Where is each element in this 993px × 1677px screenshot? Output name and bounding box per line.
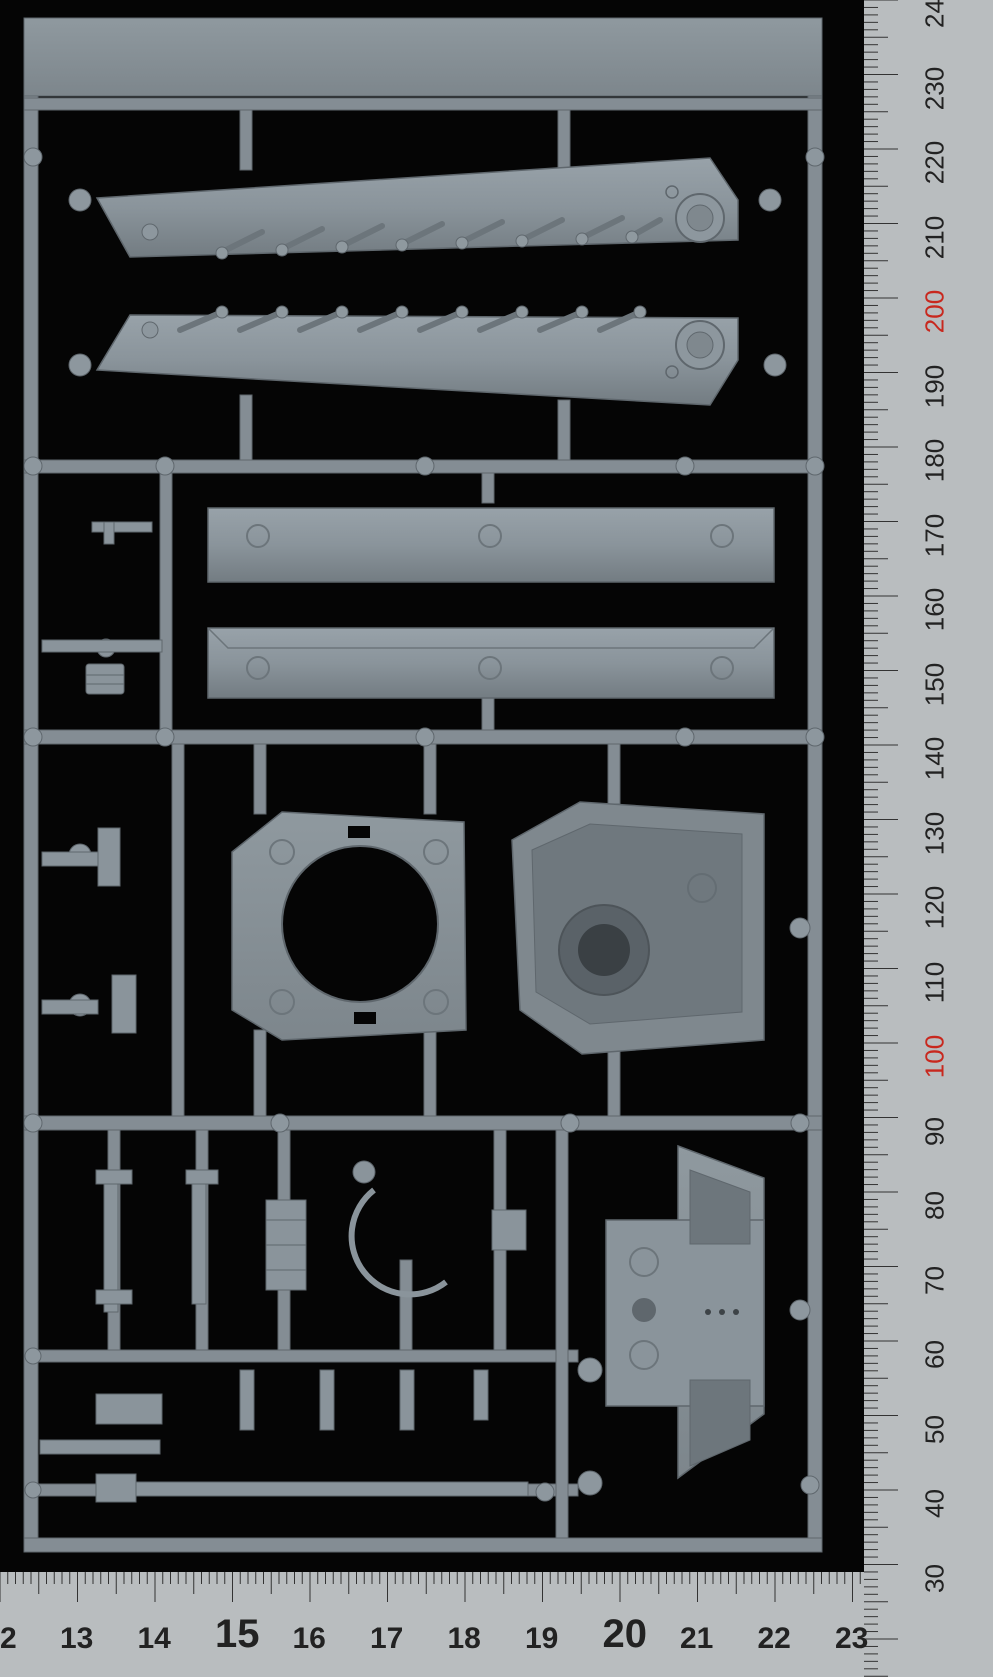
vertical-ruler-label: 160 [919, 587, 950, 632]
horizontal-ruler-label: 22 [757, 1622, 791, 1655]
horizontal-ruler-label: 18 [447, 1622, 481, 1655]
vertical-ruler-label: 150 [919, 662, 950, 706]
small-parts-bottom [39, 1160, 529, 1503]
horizontal-ruler-label: 2 [0, 1622, 17, 1655]
vertical-ruler-label: 220 [919, 140, 950, 185]
horizontal-ruler-label: 23 [835, 1622, 869, 1655]
track-guard-upper [95, 157, 739, 260]
vertical-ruler-label: 70 [919, 1265, 950, 1295]
horizontal-ruler-label: 20 [602, 1612, 648, 1656]
vertical-ruler-label: 30 [919, 1563, 950, 1593]
turret-ring-plate [231, 811, 467, 1041]
horizontal-ruler-label: 21 [680, 1622, 714, 1655]
vertical-ruler-label: 40 [919, 1489, 950, 1518]
horizontal-ruler-label: 16 [292, 1622, 326, 1655]
sprue-gates [23, 147, 825, 1502]
horizontal-ruler-label: 13 [60, 1622, 94, 1655]
vertical-ruler-label: 130 [919, 811, 950, 855]
side-plate-lower [207, 627, 775, 699]
vertical-ruler [864, 0, 993, 1677]
vertical-ruler-label: 190 [919, 364, 950, 408]
vertical-ruler-label: 24 [919, 0, 950, 28]
vertical-ruler-label: 210 [919, 215, 950, 259]
horizontal-ruler [0, 1572, 864, 1677]
vertical-ruler-label: 100 [919, 1034, 950, 1079]
vertical-ruler-label: 60 [919, 1340, 950, 1369]
track-guard-lower [95, 305, 739, 406]
vertical-ruler-label: 200 [919, 289, 950, 334]
vertical-ruler-label: 90 [919, 1116, 950, 1146]
vertical-ruler-label: 230 [919, 66, 950, 110]
small-parts-left [41, 521, 163, 1034]
vertical-ruler-label: 50 [919, 1414, 950, 1444]
vertical-ruler-label: 80 [919, 1191, 950, 1220]
horizontal-ruler-label: 15 [215, 1612, 260, 1656]
horizontal-ruler-label: 19 [525, 1622, 559, 1655]
horizontal-ruler-label: 17 [370, 1622, 404, 1655]
vertical-ruler-label: 140 [919, 736, 950, 781]
vertical-ruler-label: 110 [919, 961, 950, 1003]
vertical-ruler-label: 170 [919, 513, 950, 557]
side-plate-upper [207, 507, 775, 583]
hull-box [511, 801, 765, 1055]
horizontal-ruler-label: 14 [137, 1622, 171, 1655]
vertical-ruler-label: 180 [919, 438, 950, 483]
glacis-plate [605, 1144, 765, 1480]
vertical-ruler-label: 120 [919, 885, 950, 930]
